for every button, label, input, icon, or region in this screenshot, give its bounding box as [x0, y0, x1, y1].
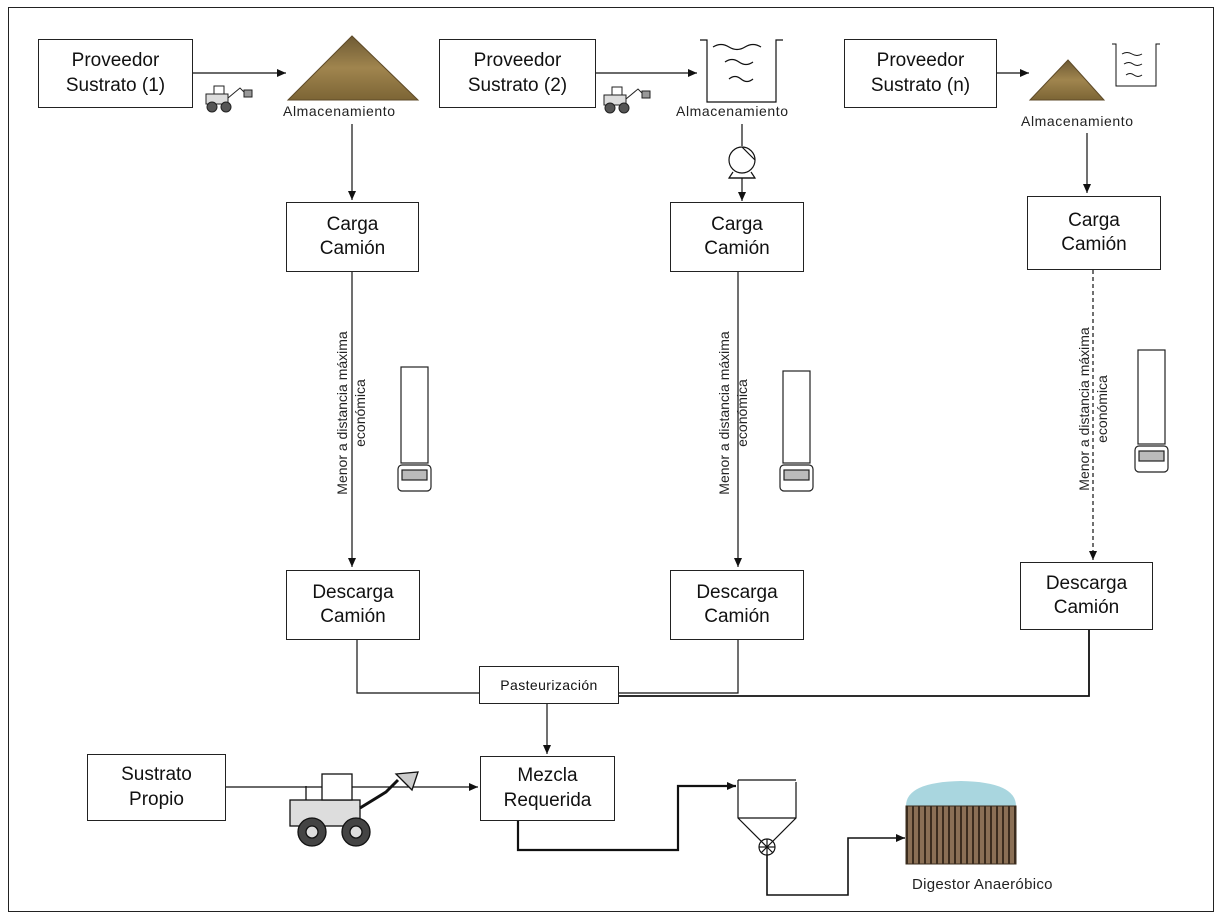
required-mix-box: Mezcla Requerida — [480, 756, 615, 821]
anaerobic-digester-icon — [905, 781, 1017, 865]
load-n-line1: Carga — [1068, 209, 1120, 231]
supplier-1-line2: Sustrato (1) — [65, 74, 166, 96]
unload-truck-box-1: Descarga Camión — [286, 570, 420, 640]
digester-label: Digestor Anaeróbico — [912, 876, 1053, 893]
pump-icon — [727, 146, 757, 179]
transport-label-n: Menor a distancia máxima económica — [1076, 294, 1111, 524]
load-2-line2: Camión — [704, 238, 770, 259]
supplier-box-n: Proveedor Sustrato (n) — [844, 39, 997, 108]
supplier-1-line1: Proveedor — [71, 50, 160, 72]
mix-line1: Mezcla — [517, 765, 578, 787]
supplier-2-line1: Proveedor — [473, 50, 562, 72]
storage-label-1: Almacenamiento — [283, 103, 396, 119]
truck-icon-1 — [397, 366, 432, 492]
supplier-box-1: Proveedor Sustrato (1) — [38, 39, 193, 108]
transport-2-line2: económica — [733, 379, 750, 447]
pasteurization-box: Pasteurización — [479, 666, 619, 704]
own-substrate-box: Sustrato Propio — [87, 754, 226, 821]
feed-lines — [516, 782, 905, 896]
small-tank-icon — [1112, 43, 1160, 87]
loader-small-icon-1 — [205, 85, 253, 113]
supplier-n-line1: Proveedor — [876, 50, 965, 72]
truck-icon-2 — [779, 370, 814, 492]
transport-arrows — [348, 270, 1097, 567]
unload-1-line1: Descarga — [312, 581, 394, 603]
unload-truck-box-2: Descarga Camión — [670, 570, 804, 640]
unload-2-line1: Descarga — [696, 581, 778, 603]
liquid-tank-icon — [700, 39, 783, 103]
diagram-frame — [8, 7, 1214, 912]
own-substrate-line1: Sustrato — [121, 764, 192, 786]
supplier-n-line2: Sustrato (n) — [870, 74, 971, 96]
storage-label-2: Almacenamiento — [676, 103, 789, 119]
supplier-2-line2: Sustrato (2) — [467, 74, 568, 96]
own-substrate-line2: Propio — [129, 788, 184, 810]
transport-label-2: Menor a distancia máxima económica — [716, 298, 751, 528]
pasteurization-label: Pasteurización — [500, 677, 598, 693]
load-1-line1: Carga — [326, 213, 379, 235]
storage-pile-1-icon — [286, 35, 420, 101]
transport-1-line1: Menor a distancia máxima — [334, 331, 350, 495]
wheel-loader-icon — [289, 771, 419, 847]
truck-icon-n — [1134, 349, 1169, 473]
transport-1-line2: económica — [351, 379, 368, 447]
transport-label-1: Menor a distancia máxima económica — [334, 298, 369, 528]
collector-lines — [356, 630, 1090, 754]
unload-2-line2: Camión — [704, 606, 770, 627]
load-1-line2: Camión — [319, 238, 386, 259]
loader-small-icon-2 — [603, 86, 651, 114]
storage-pile-n-icon — [1028, 59, 1106, 101]
load-truck-box-2: Carga Camión — [670, 202, 804, 272]
hopper-icon — [737, 779, 797, 856]
unload-n-line1: Descarga — [1045, 572, 1128, 594]
load-n-line2: Camión — [1061, 234, 1127, 255]
unload-n-line2: Camión — [1053, 597, 1120, 618]
storage-label-n: Almacenamiento — [1021, 113, 1134, 129]
load-2-line1: Carga — [711, 213, 763, 235]
supplier-box-2: Proveedor Sustrato (2) — [439, 39, 596, 108]
unload-1-line2: Camión — [320, 606, 386, 627]
unload-truck-box-n: Descarga Camión — [1020, 562, 1153, 630]
load-truck-box-n: Carga Camión — [1027, 196, 1161, 270]
transport-n-line1: Menor a distancia máxima — [1076, 327, 1092, 491]
transport-2-line1: Menor a distancia máxima — [716, 331, 732, 495]
storage-to-load-arrows — [348, 124, 1091, 201]
mix-line2: Requerida — [503, 789, 592, 811]
transport-n-line2: económica — [1093, 375, 1110, 443]
load-truck-box-1: Carga Camión — [286, 202, 419, 272]
